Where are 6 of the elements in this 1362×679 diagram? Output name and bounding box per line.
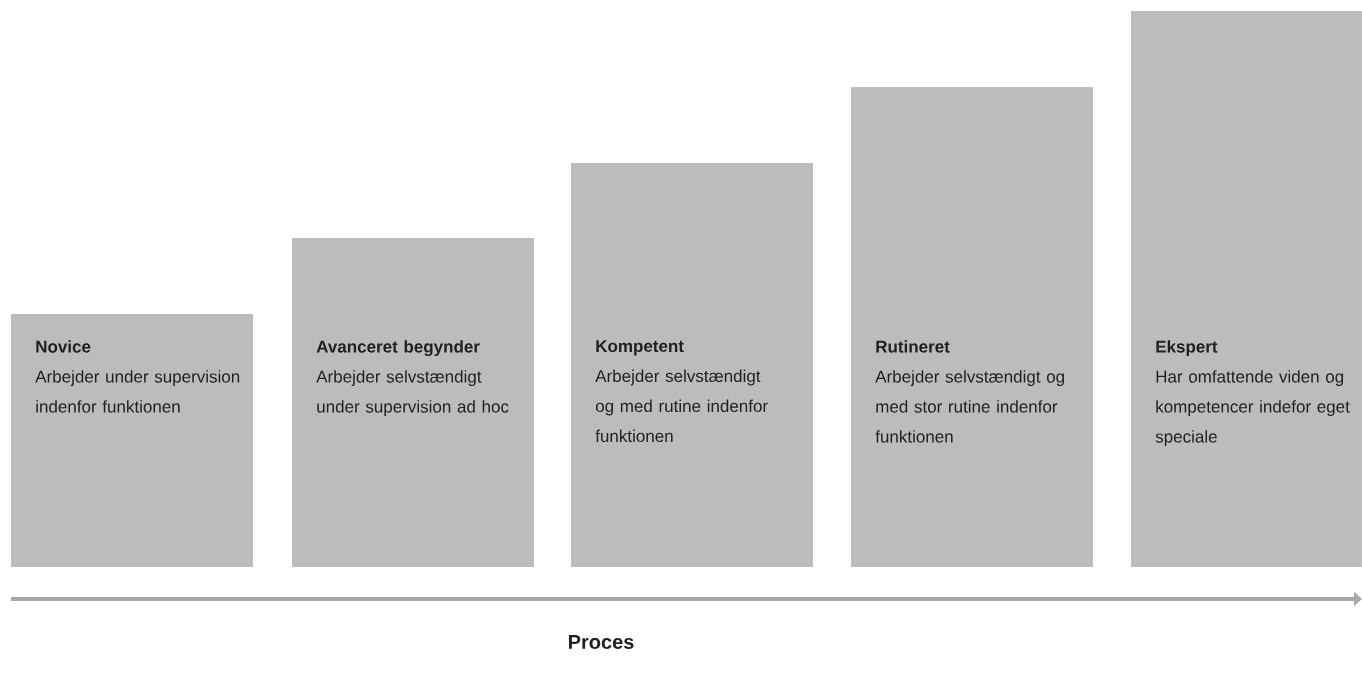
level-bar: Novice Arbejder under supervision indenfor funktionen (11, 314, 253, 567)
level-bar: Ekspert Har omfattende viden og kompetencer indefor eget speciale (1131, 11, 1362, 567)
level-bar: Kompetent Arbejder selvstændigt og med rutine indenfor funktionen (571, 163, 813, 567)
axis-label: Proces (569, 635, 634, 649)
level-bar: Avanceret begynder Arbejder selvstændigt under supervision ad hoc (292, 238, 534, 567)
level-bar: Rutineret Arbejder selvstændigt og med stor rutine indenfor funktionen (851, 87, 1093, 567)
